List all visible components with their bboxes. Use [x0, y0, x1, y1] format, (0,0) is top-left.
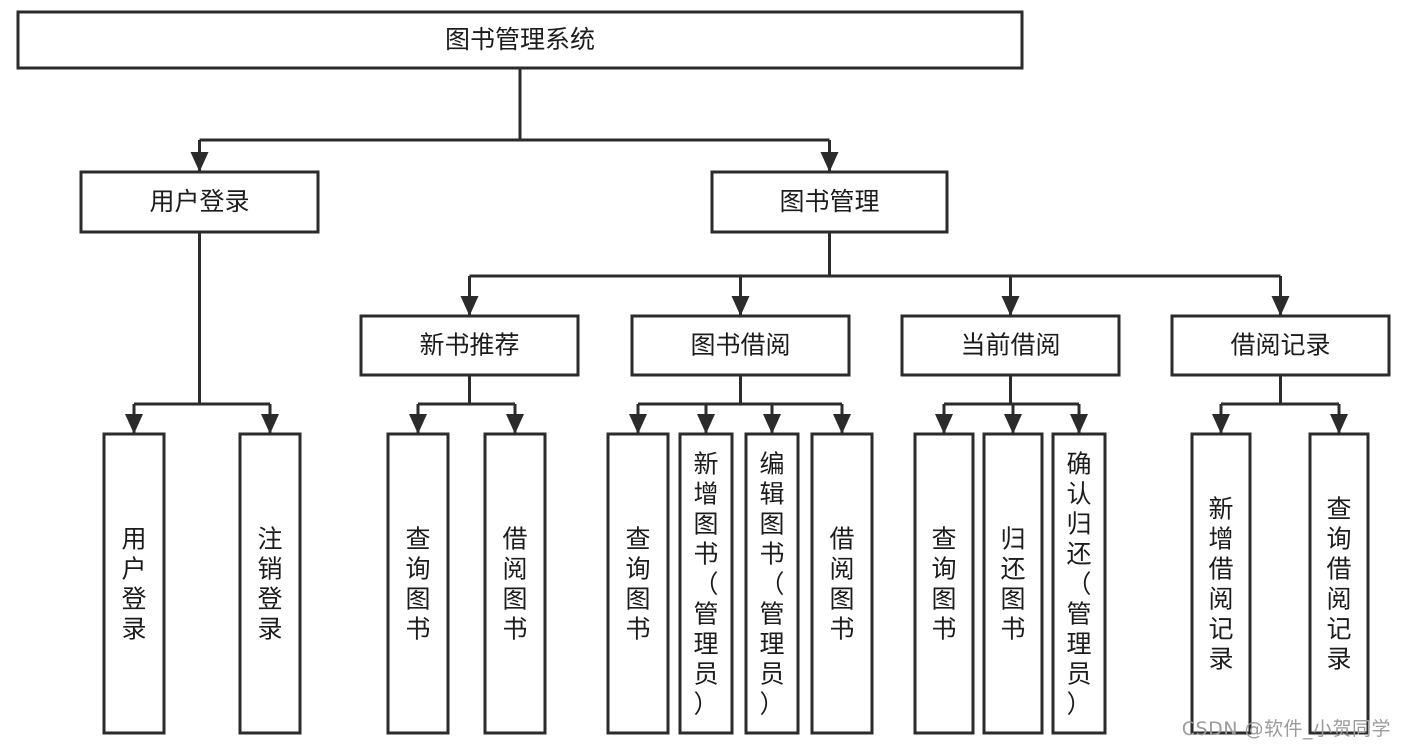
arrow-head-icon: [629, 414, 647, 434]
node-book-borrow[interactable]: 图书借阅: [630, 314, 851, 377]
node-leaf-add-book-admin[interactable]: 新增图书（管理员）: [678, 432, 734, 735]
node-label-leaf-query-borrow-record: 查询借阅记录: [1326, 495, 1351, 674]
node-label-book-borrow: 图书借阅: [690, 331, 790, 360]
node-label-new-book-recommend: 新书推荐: [419, 331, 519, 360]
node-label-leaf-user-logout: 注销登录: [257, 525, 282, 644]
arrow-head-icon: [460, 296, 479, 316]
node-leaf-edit-book-admin[interactable]: 编辑图书（管理员）: [744, 432, 800, 735]
node-label-leaf-return-book: 归还图书: [1000, 525, 1025, 644]
node-leaf-add-borrow-record[interactable]: 新增借阅记录: [1190, 432, 1252, 735]
node-label-leaf-borrow-book-1: 借阅图书: [502, 525, 527, 644]
node-leaf-query-book-3[interactable]: 查询图书: [913, 432, 975, 735]
node-leaf-user-login[interactable]: 用户登录: [102, 432, 166, 735]
arrow-head-icon: [261, 414, 279, 434]
arrow-head-icon: [1001, 296, 1020, 316]
node-box-leaf-user-logout: [238, 432, 302, 735]
node-box-leaf-query-book-2: [606, 432, 670, 735]
node-box-leaf-borrow-book-2: [810, 432, 874, 735]
node-box-borrow-record: [1170, 314, 1391, 377]
arrow-head-icon: [409, 414, 427, 434]
arrow-head-icon: [506, 414, 524, 434]
node-leaf-borrow-book-1[interactable]: 借阅图书: [483, 432, 547, 735]
node-box-leaf-query-book-1: [386, 432, 450, 735]
node-book-manage[interactable]: 图书管理: [710, 170, 949, 234]
node-label-leaf-confirm-return-admin: 确认归还（管理员）: [1066, 450, 1091, 719]
node-label-leaf-query-book-2: 查询图书: [625, 525, 650, 644]
node-box-leaf-return-book: [982, 432, 1044, 735]
connector-layer: [125, 68, 1348, 434]
node-leaf-user-logout[interactable]: 注销登录: [238, 432, 302, 735]
edge-group-book-borrow: [629, 375, 851, 434]
arrow-head-icon: [125, 414, 143, 434]
node-box-user-login: [79, 170, 320, 234]
node-label-leaf-query-book-3: 查询图书: [931, 525, 956, 644]
node-label-book-manage: 图书管理: [779, 187, 879, 216]
edge-group-root: [190, 68, 839, 172]
node-label-current-borrow: 当前借阅: [960, 331, 1060, 360]
node-new-book-recommend[interactable]: 新书推荐: [359, 314, 580, 377]
node-current-borrow[interactable]: 当前借阅: [900, 314, 1121, 377]
arrow-head-icon: [190, 152, 209, 172]
csdn-watermark: CSDN @软件_小贺同学: [1181, 718, 1391, 740]
node-label-leaf-add-book-admin: 新增图书（管理员）: [693, 450, 718, 719]
arrow-head-icon: [935, 414, 953, 434]
arrow-head-icon: [1070, 414, 1088, 434]
arrow-head-icon: [1004, 414, 1022, 434]
node-leaf-query-book-2[interactable]: 查询图书: [606, 432, 670, 735]
node-box-book-borrow: [630, 314, 851, 377]
node-label-root: 图书管理系统: [445, 25, 595, 54]
node-box-current-borrow: [900, 314, 1121, 377]
arrow-head-icon: [763, 414, 781, 434]
edge-group-book-manage: [460, 232, 1290, 316]
node-label-leaf-add-borrow-record: 新增借阅记录: [1208, 495, 1233, 674]
edge-group-user-login: [125, 232, 279, 434]
node-box-book-manage: [710, 170, 949, 234]
node-box-leaf-query-borrow-record: [1308, 432, 1370, 735]
arrow-head-icon: [1212, 414, 1230, 434]
node-box-leaf-borrow-book-1: [483, 432, 547, 735]
node-leaf-return-book[interactable]: 归还图书: [982, 432, 1044, 735]
edge-group-borrow-record: [1212, 375, 1348, 434]
node-root[interactable]: 图书管理系统: [16, 10, 1024, 70]
node-borrow-record[interactable]: 借阅记录: [1170, 314, 1391, 377]
node-box-root: [16, 10, 1024, 70]
node-box-leaf-user-login: [102, 432, 166, 735]
node-label-leaf-user-login: 用户登录: [121, 525, 146, 644]
node-box-leaf-add-book-admin: [678, 432, 734, 735]
node-label-leaf-query-book-1: 查询图书: [405, 525, 430, 644]
node-box-leaf-add-borrow-record: [1190, 432, 1252, 735]
node-label-leaf-borrow-book-2: 借阅图书: [829, 525, 854, 644]
arrow-head-icon: [1330, 414, 1348, 434]
node-leaf-borrow-book-2[interactable]: 借阅图书: [810, 432, 874, 735]
arrow-head-icon: [1271, 296, 1290, 316]
arrow-head-icon: [820, 152, 839, 172]
arrow-head-icon: [697, 414, 715, 434]
node-label-leaf-edit-book-admin: 编辑图书（管理员）: [759, 450, 784, 719]
arrow-head-icon: [731, 296, 750, 316]
node-user-login[interactable]: 用户登录: [79, 170, 320, 234]
node-box-leaf-query-book-3: [913, 432, 975, 735]
node-label-user-login: 用户登录: [149, 187, 249, 216]
node-box-new-book-recommend: [359, 314, 580, 377]
node-leaf-query-borrow-record[interactable]: 查询借阅记录: [1308, 432, 1370, 735]
node-leaf-query-book-1[interactable]: 查询图书: [386, 432, 450, 735]
arrow-head-icon: [833, 414, 851, 434]
node-box-leaf-confirm-return-admin: [1051, 432, 1107, 735]
node-leaf-confirm-return-admin[interactable]: 确认归还（管理员）: [1051, 432, 1107, 735]
edge-group-current-borrow: [935, 375, 1088, 434]
edge-group-new-book-recommend: [409, 375, 524, 434]
node-label-borrow-record: 借阅记录: [1230, 331, 1330, 360]
node-layer: 图书管理系统用户登录图书管理新书推荐图书借阅当前借阅借阅记录用户登录注销登录查询…: [16, 10, 1391, 735]
node-box-leaf-edit-book-admin: [744, 432, 800, 735]
